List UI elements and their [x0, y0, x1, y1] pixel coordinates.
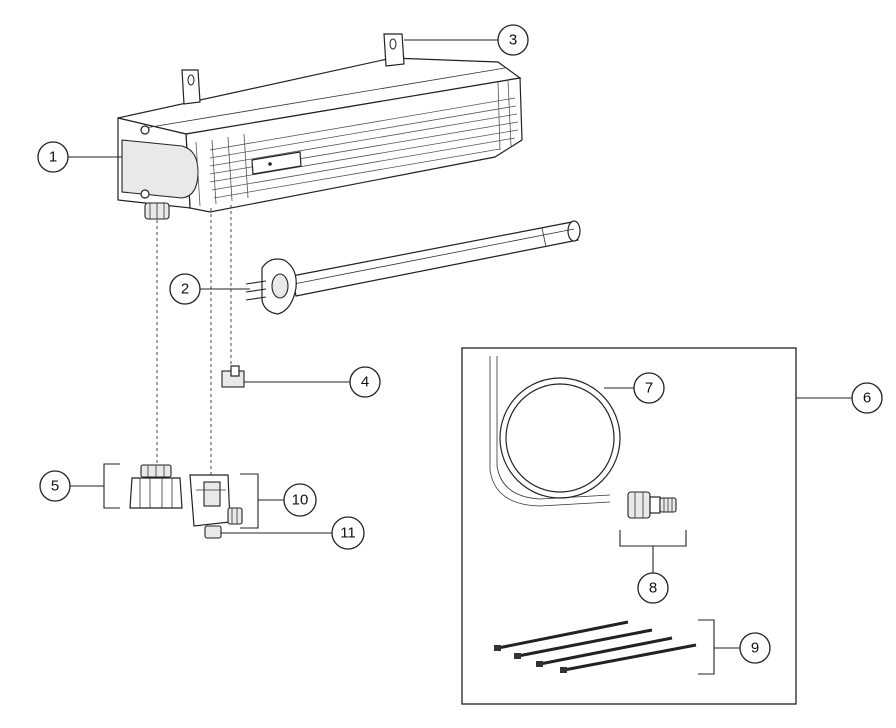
drain-bracket	[189, 474, 243, 527]
callout-10: 10	[283, 483, 317, 517]
compression-fitting	[627, 491, 677, 519]
callout-2: 2	[169, 273, 201, 305]
mounting-brackets	[181, 33, 405, 105]
callout-9: 9	[739, 632, 771, 664]
callout-8: 8	[637, 572, 669, 604]
housing-fins	[195, 79, 519, 207]
callout-9-label: 9	[751, 640, 759, 657]
lamp-clip	[221, 365, 245, 388]
callout-10-label: 10	[292, 492, 309, 509]
callout-3-label: 3	[509, 32, 517, 49]
callout-1: 1	[37, 141, 69, 173]
callout-5-label: 5	[51, 478, 59, 495]
main-housing	[117, 57, 523, 220]
callout-1-label: 1	[49, 149, 57, 166]
callout-6: 6	[851, 382, 883, 414]
callout-4-label: 4	[361, 374, 369, 391]
callout-3: 3	[497, 24, 529, 56]
callout-8-label: 8	[649, 580, 657, 597]
callout-6-label: 6	[863, 390, 871, 407]
drain-fitting	[204, 525, 222, 539]
callout-11: 11	[331, 516, 365, 550]
callout-7-label: 7	[645, 380, 653, 397]
cable-ties	[494, 620, 697, 673]
callout-2-label: 2	[181, 281, 189, 298]
callout-4: 4	[349, 366, 381, 398]
callout-11-label: 11	[340, 525, 356, 542]
uv-lamp	[245, 220, 581, 315]
callout-7: 7	[633, 372, 665, 404]
assembly-guide-lines	[156, 205, 232, 476]
leader-lines	[68, 39, 852, 675]
accessory-kit-box	[461, 347, 797, 705]
callout-5: 5	[39, 470, 71, 502]
tubing-coil	[489, 356, 621, 507]
coupling-nut	[129, 464, 183, 509]
